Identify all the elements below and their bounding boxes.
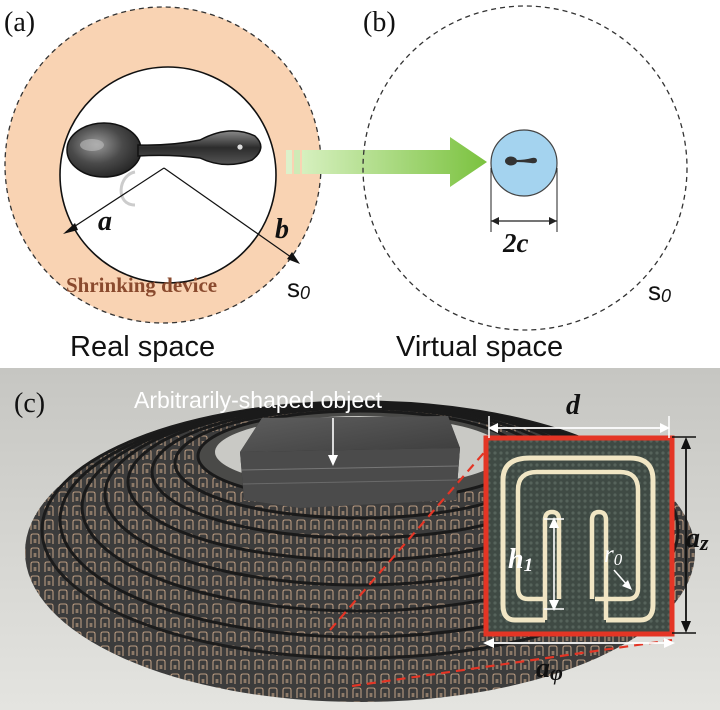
virtual-outer-circle (362, 5, 688, 331)
virtual-space-caption: Virtual space (396, 331, 563, 363)
radius-a-arrowhead (63, 223, 78, 234)
small-spoon-icon (505, 156, 537, 166)
s0-label-b: s0 (648, 276, 671, 306)
inset-border (483, 435, 675, 637)
object-block (240, 416, 460, 508)
panel-c: (c) Arbitrarily-shaped object d h1 r0 az… (0, 368, 720, 710)
width-2c-label: 2c (502, 228, 529, 258)
virtual-cloak-circle (490, 129, 558, 197)
shrinking-device-label: Shrinking device (66, 273, 217, 297)
r0-label: r0 (604, 541, 623, 569)
real-space-caption: Real space (70, 331, 215, 363)
panel-a: (a) a b Shrinking device s0 Real space (4, 6, 322, 363)
srr-gap-arms (542, 509, 609, 620)
az-label: az (686, 523, 709, 555)
panel-b-label: (b) (363, 7, 396, 38)
h1-label: h1 (508, 544, 533, 576)
panel-a-label: (a) (4, 7, 35, 38)
object-label: Arbitrarily-shaped object (134, 387, 383, 413)
srr-outer-ring (500, 455, 656, 623)
zoom-line-lower (351, 638, 673, 688)
radius-b-label: b (275, 214, 289, 245)
d-label: d (566, 390, 581, 421)
zoom-line-upper (329, 447, 489, 631)
srr-inner-ring (515, 469, 641, 602)
radius-a-line (65, 167, 165, 233)
panel-b: (b) 2c s0 Virtual space (362, 5, 688, 363)
inner-cloak-circle (59, 66, 277, 284)
radius-b-arrowhead (287, 252, 300, 264)
spoon-icon (66, 122, 262, 207)
transform-arrow (286, 137, 487, 187)
panel-c-label: (c) (14, 388, 45, 419)
unit-cell-inset (483, 435, 675, 637)
aphi-label: aφ (536, 653, 563, 685)
s0-label-a: s0 (287, 273, 310, 303)
radius-b-line (163, 167, 299, 263)
radius-a-label: a (98, 206, 112, 237)
